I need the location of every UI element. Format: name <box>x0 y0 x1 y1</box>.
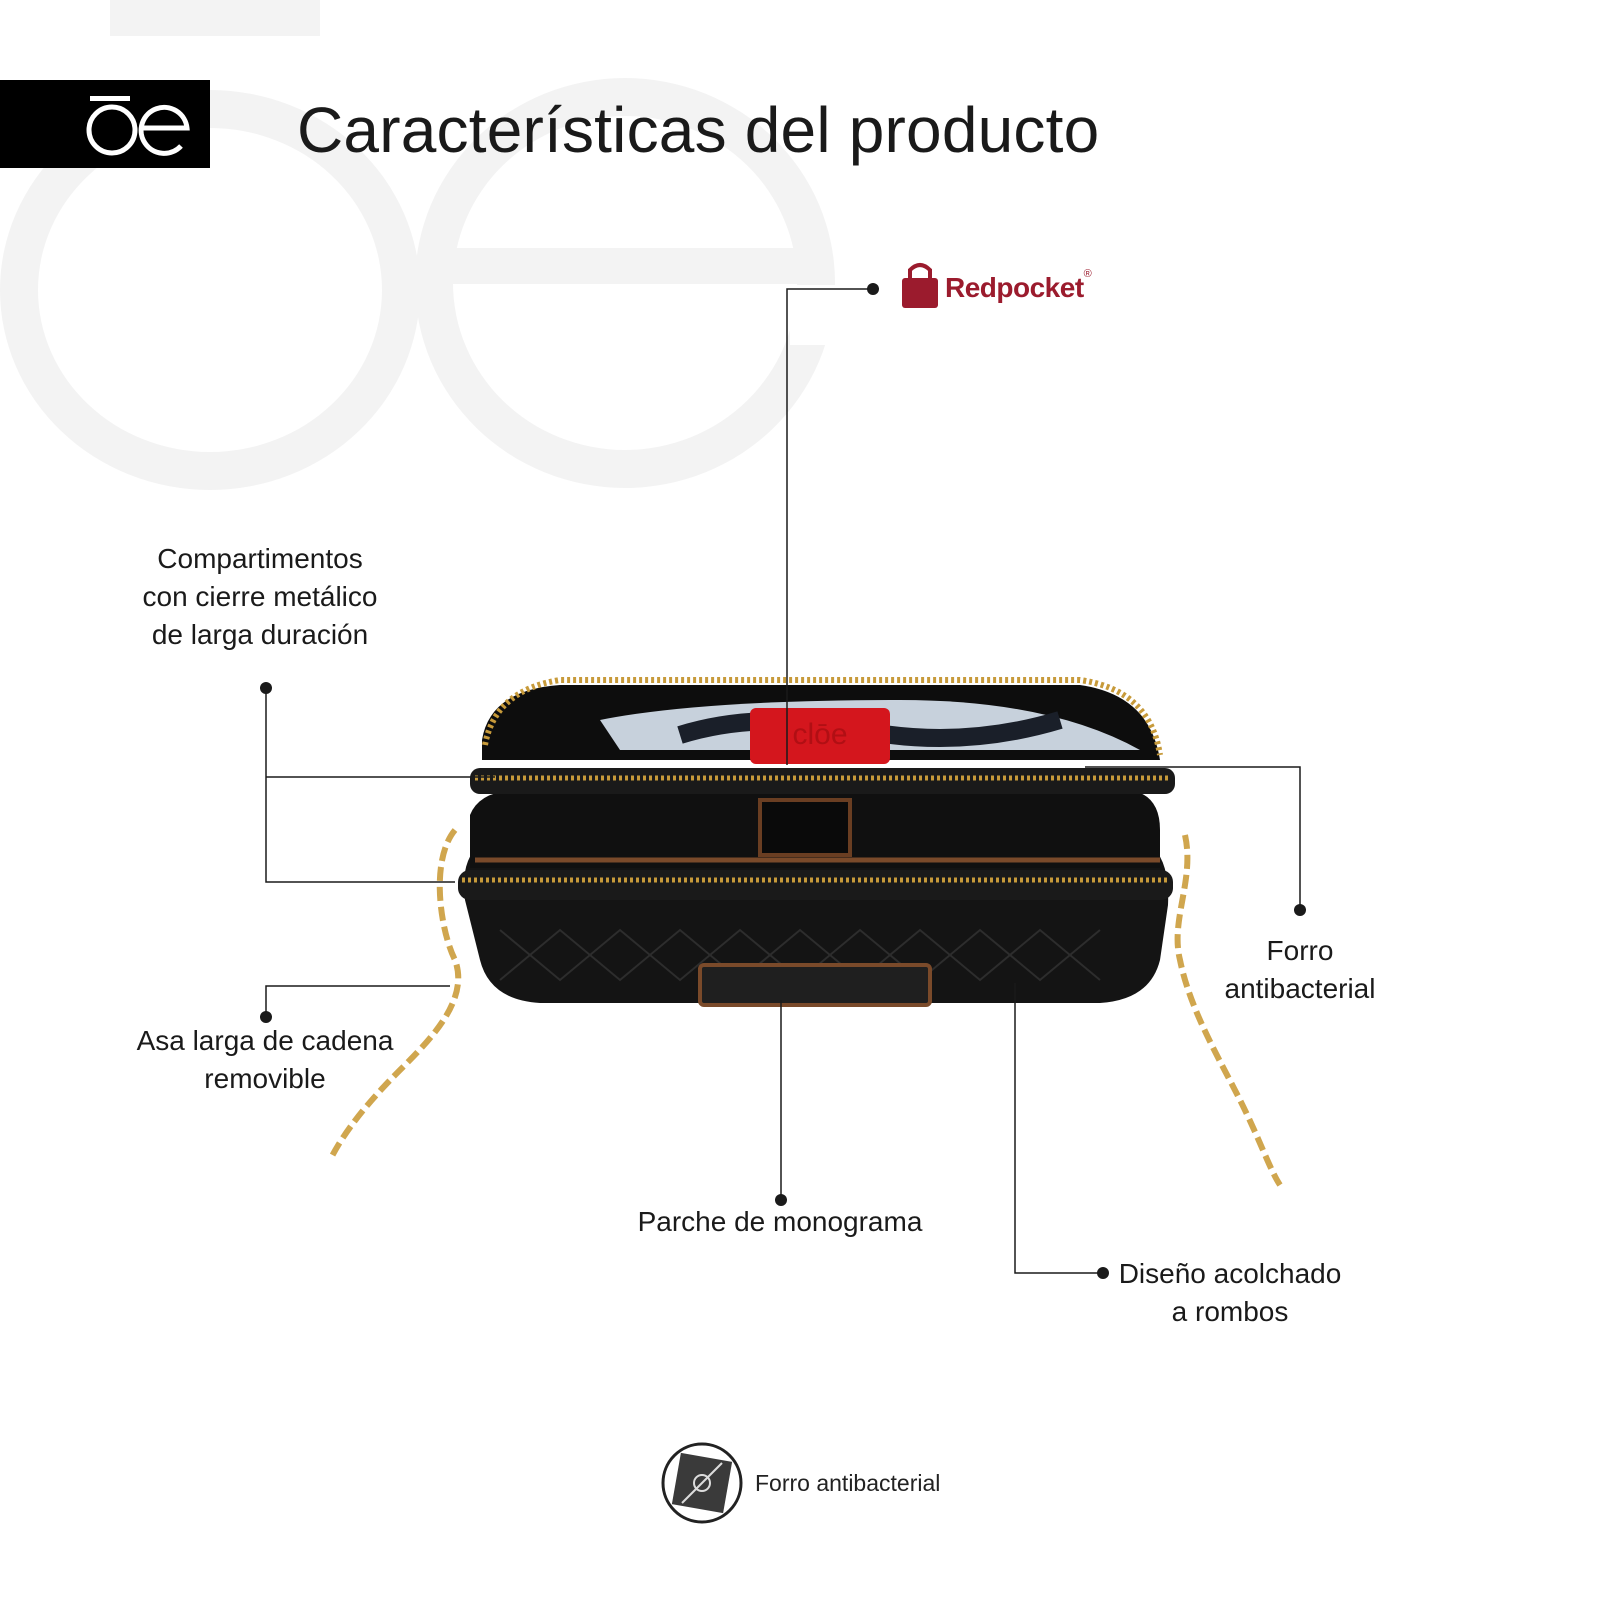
redpocket-brand[interactable]: Redpocket® <box>945 268 1092 304</box>
brand-logo[interactable] <box>0 80 210 168</box>
callout-quilted: Diseño acolchado a rombos <box>1110 1255 1350 1331</box>
page-title: Características del producto <box>297 94 1100 166</box>
monogram-patch <box>698 963 932 1007</box>
callout-lining-line-2: antibacterial <box>1224 973 1376 1004</box>
product-bag-image <box>327 677 1283 1187</box>
watermark-top-bar <box>110 0 320 36</box>
callout-quilted-line-2: a rombos <box>1171 1296 1289 1327</box>
tag-text: clōe <box>792 718 848 751</box>
feature-badge-label: Forro antibacterial <box>755 1470 941 1496</box>
callout-compartments-line-2: con cierre metálico <box>142 581 378 612</box>
cloe-logo-icon <box>86 96 190 156</box>
brand-name: Redpocket <box>945 272 1084 303</box>
antibacterial-shield-icon <box>661 1442 743 1524</box>
callout-chain-line-2: removible <box>204 1063 326 1094</box>
callout-compartments-line-1: Compartimentos <box>157 543 363 574</box>
chain-left <box>327 828 462 1162</box>
callout-compartments: Compartimentos con cierre metálico de la… <box>110 540 410 654</box>
callout-lining-line-1: Forro <box>1266 935 1334 966</box>
watermark-e-gap <box>790 285 850 345</box>
callout-quilted-line-1: Diseño acolchado <box>1118 1258 1342 1289</box>
callout-patch: Parche de monograma <box>637 1206 923 1237</box>
brand-registered-mark: ® <box>1083 268 1092 280</box>
callout-chain-line-1: Asa larga de cadena <box>136 1025 394 1056</box>
watermark-e-bar <box>445 248 825 284</box>
redpocket-bag-icon <box>902 263 938 308</box>
callout-chain: Asa larga de cadena removible <box>110 1022 420 1098</box>
callout-lining: Forro antibacterial <box>1195 932 1405 1008</box>
callout-compartments-line-3: de larga duración <box>151 619 369 650</box>
chain-right <box>1174 834 1283 1187</box>
red-brand-tag <box>750 708 890 764</box>
